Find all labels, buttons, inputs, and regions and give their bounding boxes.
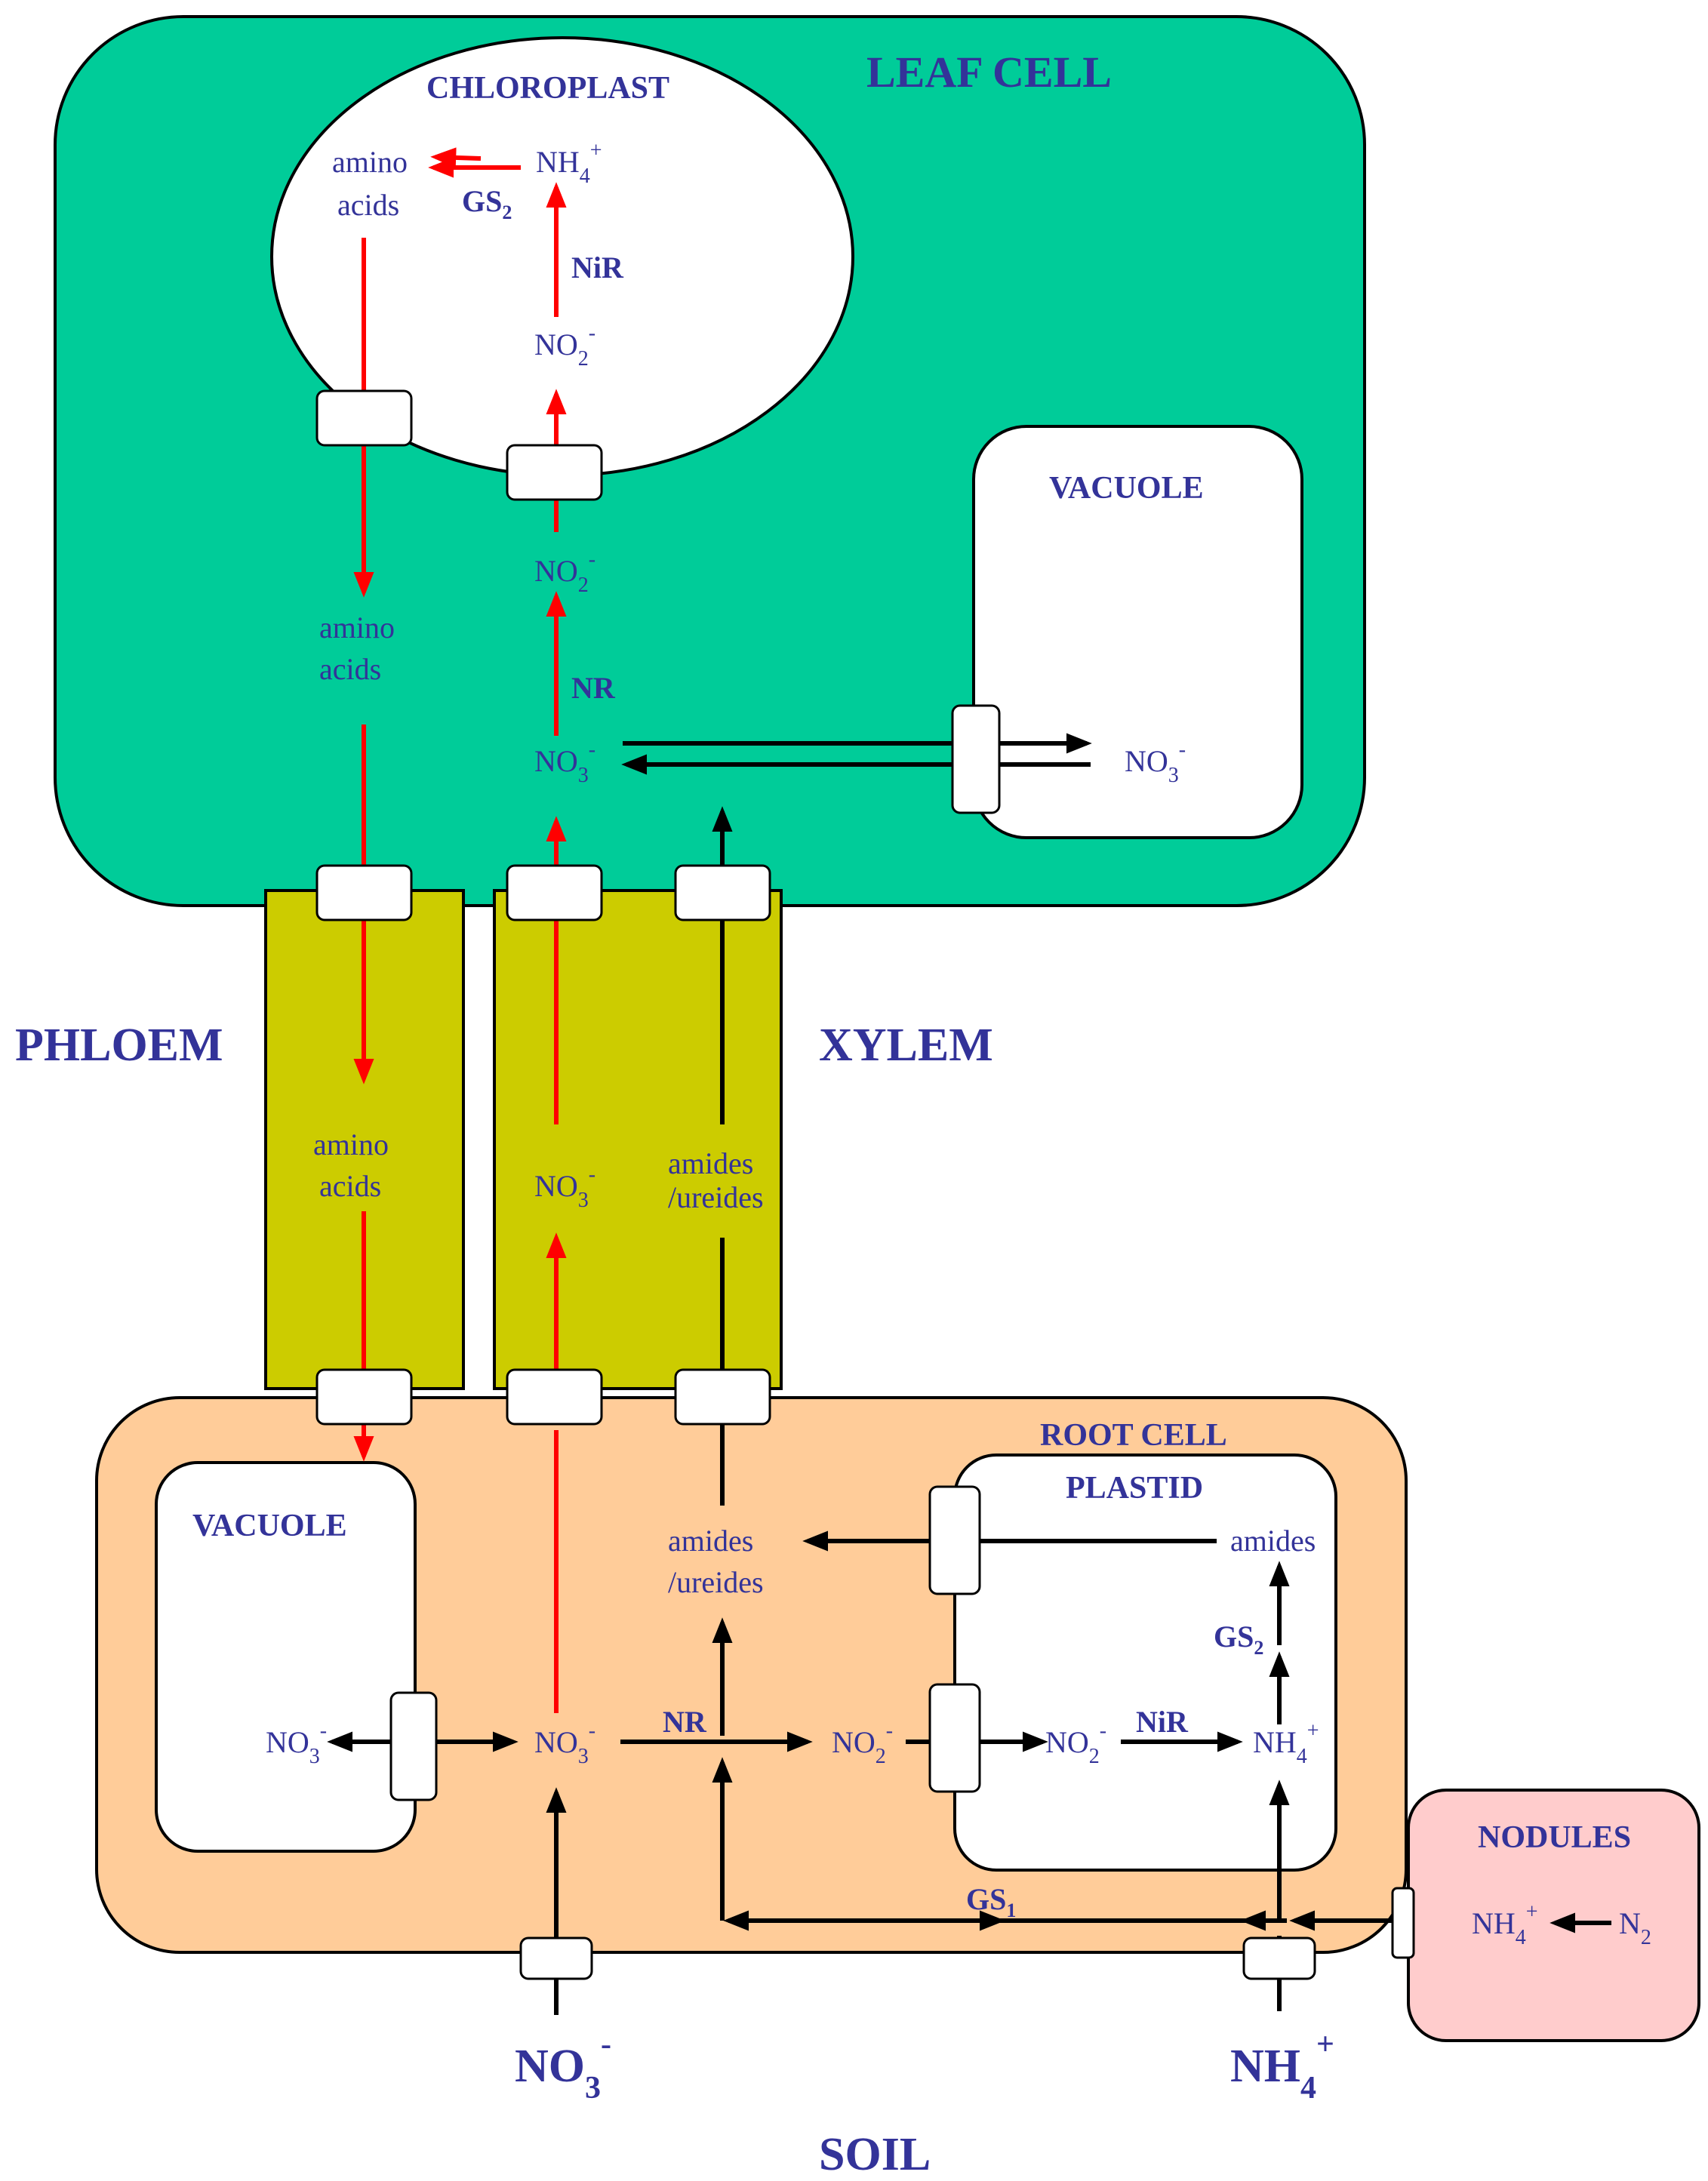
transporter-leaf-phloem <box>315 864 413 921</box>
nodule-n2: N2 <box>1619 1906 1651 1949</box>
chloroplast-acids-label: acids <box>337 188 399 222</box>
xylem-ureides-label: /ureides <box>668 1180 764 1214</box>
transporter-leaf-xylem-no3 <box>506 864 603 921</box>
leaf-no2: NO2- <box>534 548 595 597</box>
phloem-label: PHLOEM <box>15 1020 223 1071</box>
soil-label: SOIL <box>819 2129 931 2180</box>
xylem-vessel <box>493 889 783 1390</box>
root-nr-label: NR <box>663 1705 707 1739</box>
transporter-plastid-amides <box>928 1485 981 1595</box>
soil-nh4: NH4+ <box>1230 2027 1334 2106</box>
chloroplast-amino-label: amino <box>332 145 408 179</box>
transporter-root-phloem <box>315 1368 413 1426</box>
transporter-soil-no3 <box>519 1936 593 1980</box>
plastid-nh4: NH4+ <box>1253 1719 1319 1768</box>
transporter-chloroplast-nitrite <box>506 444 603 501</box>
root-no3: NO3- <box>534 1719 595 1768</box>
plastid <box>953 1453 1337 1872</box>
transporter-soil-nh4 <box>1242 1936 1316 1980</box>
transporter-chloroplast-amino <box>315 389 413 447</box>
leaf-vacuole-no3: NO3- <box>1125 738 1186 787</box>
root-vacuole-no3: NO3- <box>266 1719 327 1768</box>
leaf-vacuole-label: VACUOLE <box>1049 471 1204 506</box>
leaf-vacuole <box>972 425 1303 839</box>
leaf-nr-label: NR <box>571 671 616 705</box>
plastid-gs2-label: GS2 <box>1214 1620 1263 1659</box>
root-vacuole <box>155 1461 417 1853</box>
transporter-plastid-nitrite <box>928 1683 981 1793</box>
leaf-acids-label: acids <box>319 652 381 686</box>
plastid-no2: NO2- <box>1045 1719 1106 1768</box>
root-amides-label: amides <box>668 1524 753 1558</box>
plastid-amides-label: amides <box>1230 1524 1316 1558</box>
soil-no3: NO3- <box>515 2027 611 2106</box>
leaf-cell-label: LEAF CELL <box>866 48 1112 97</box>
leaf-no3: NO3- <box>534 738 595 787</box>
phloem-amino-label: amino <box>313 1127 389 1161</box>
nodules-label: NODULES <box>1478 1820 1631 1855</box>
chloroplast-no2: NO2- <box>534 321 595 371</box>
transporter-root-vacuole <box>389 1691 438 1801</box>
chloroplast-label: CHLOROPLAST <box>426 71 669 106</box>
chloroplast-gs2-label: GS2 <box>462 184 512 223</box>
nodule-nh4: NH4+ <box>1472 1900 1538 1949</box>
chloroplast-nh4: NH4+ <box>536 139 602 188</box>
plastid-nir-label: NiR <box>1136 1705 1189 1739</box>
root-cell-label: ROOT CELL <box>1040 1418 1227 1453</box>
xylem-label: XYLEM <box>819 1020 993 1071</box>
xylem-amides-label: amides <box>668 1146 753 1180</box>
plastid-label: PLASTID <box>1066 1471 1203 1506</box>
arrow-gs2-to-amino-acids <box>430 147 482 168</box>
root-vacuole-label: VACUOLE <box>192 1509 347 1543</box>
transporter-leaf-xylem-amides <box>674 864 771 921</box>
transporter-leaf-vacuole <box>951 704 1001 814</box>
chloroplast-nir-label: NiR <box>571 251 624 285</box>
transporter-root-xylem-amides <box>674 1368 771 1426</box>
root-gs1-label: GS1 <box>966 1882 1016 1921</box>
leaf-amino-label: amino <box>319 611 395 644</box>
root-ureides-label: /ureides <box>668 1565 764 1599</box>
phloem-acids-label: acids <box>319 1169 381 1203</box>
transporter-nodule <box>1391 1887 1415 1959</box>
root-no2: NO2- <box>832 1719 893 1768</box>
transporter-root-xylem-no3 <box>506 1368 603 1426</box>
xylem-no3: NO3- <box>534 1163 595 1212</box>
